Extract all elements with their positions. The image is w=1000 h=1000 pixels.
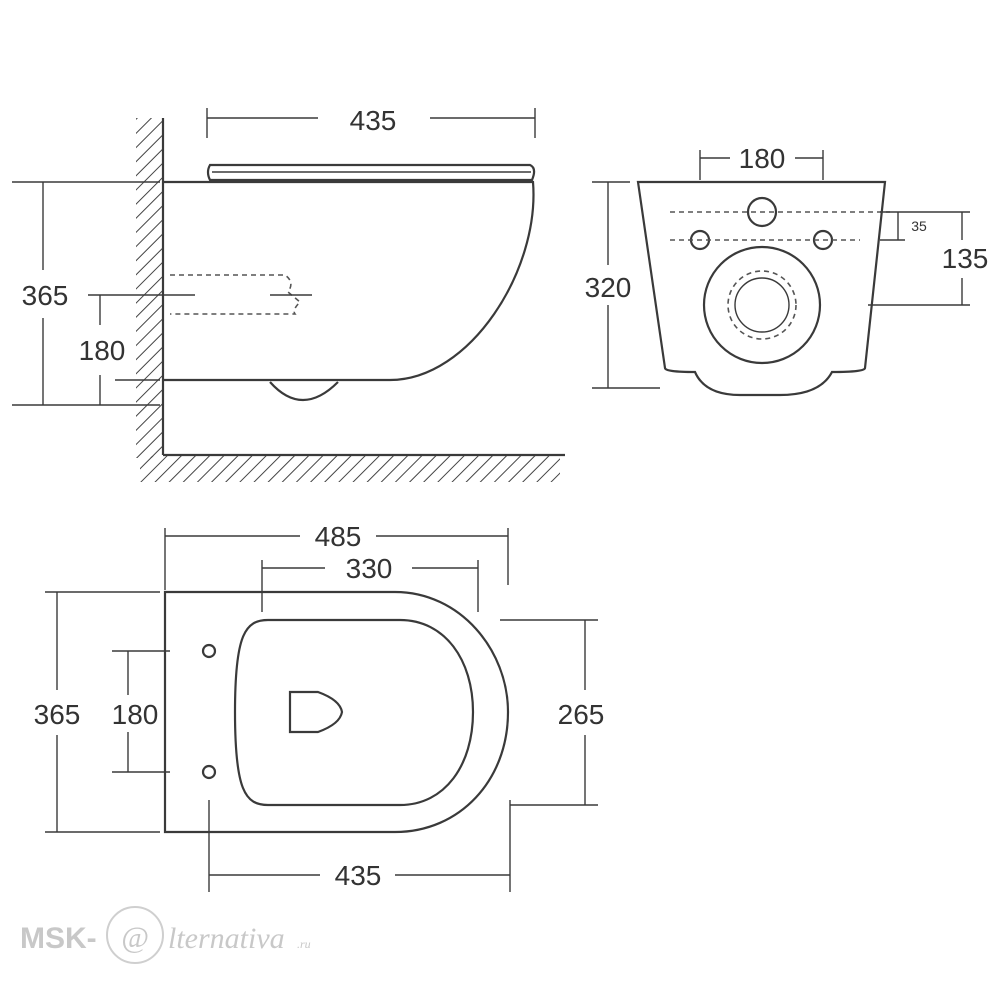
trap-bulge [269,381,339,402]
outlet-pipe [170,274,302,315]
dim-top-width: 365 [34,699,81,730]
outlet-inner [727,270,797,340]
top-hole [746,196,778,228]
dim-top-hole-spacing: 180 [112,699,159,730]
outlet-circle [702,245,822,365]
dim-top-bottom-length: 435 [335,860,382,891]
dim-top-seat-width: 330 [346,553,393,584]
front-outline [636,180,887,397]
seat-ring [233,618,475,807]
dim-top-length: 485 [315,521,362,552]
watermark-logo: MSK- @ lternativa .ru [20,906,311,964]
watermark-prefix: MSK- [20,922,97,955]
dim-side-outlet: 180 [79,335,126,366]
dim-front-offset: 35 [911,218,927,234]
top-outline [163,590,510,834]
bowl-body [163,180,535,382]
dim-front-hole-spacing: 180 [739,143,786,174]
watermark-suffix: .ru [297,937,311,951]
drain-opening [288,690,344,734]
dim-top-bowl-width: 265 [558,699,605,730]
dim-side-width: 435 [350,105,397,136]
dim-front-height: 320 [585,272,632,303]
side-view: 435 365 180 [12,105,565,482]
seat-hole-top [201,643,217,659]
seat-lid [206,163,536,182]
watermark-at: @ [121,921,149,954]
dim-side-height: 365 [22,280,69,311]
watermark-rest: lternativa [168,922,285,955]
floor-hatch [140,456,560,482]
front-view: 180 320 35 135 [585,143,989,397]
seat-hole-bottom [201,764,217,780]
dim-front-mount: 135 [942,243,989,274]
top-view: 485 330 365 180 265 435 [34,521,605,892]
wall-hatch [136,118,162,458]
